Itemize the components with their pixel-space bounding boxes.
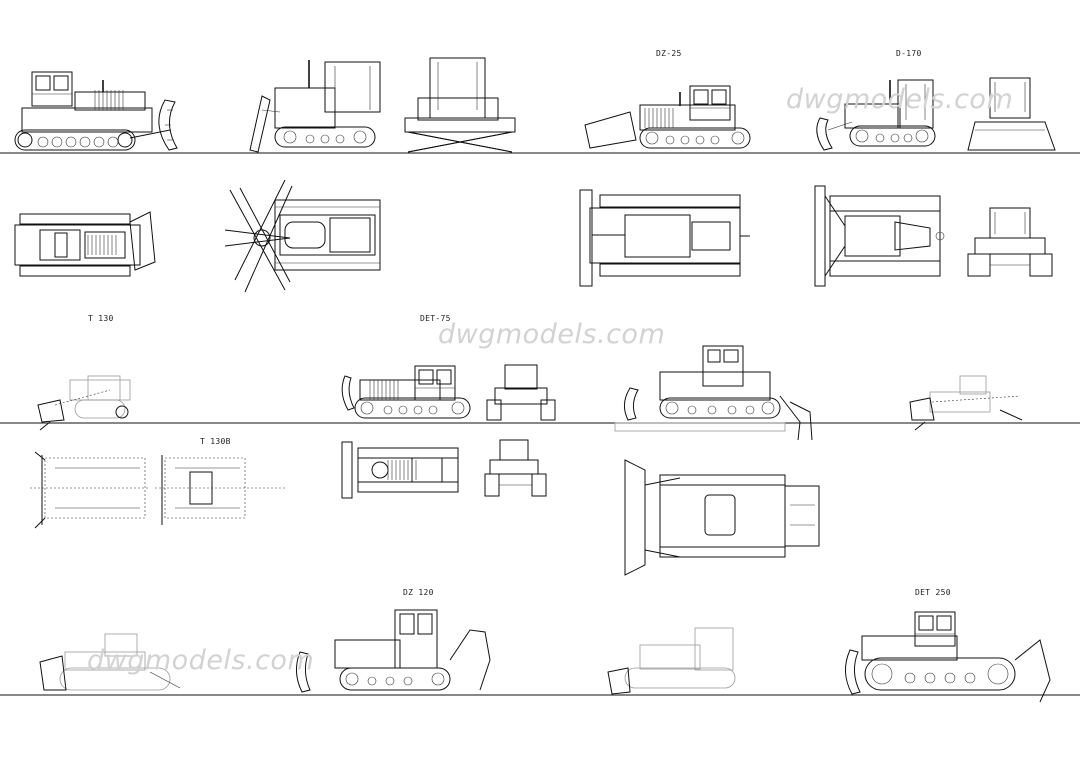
det75-front-view: [486, 364, 556, 421]
t130-side-view: [37, 375, 131, 431]
watermark-top: dwgmodels.com: [786, 84, 1014, 115]
bulldozer-large-side-view: [614, 345, 813, 441]
watermark-bottom: dwgmodels.com: [87, 645, 315, 676]
label-t130b: T 130B: [200, 437, 231, 446]
bulldozer-2-front-view: [404, 57, 516, 153]
det75-rear-view: [484, 439, 547, 497]
bulldozer-1-top-view: [14, 211, 156, 277]
dz25-top-view: [579, 189, 750, 287]
det250-side-view: [845, 611, 1051, 703]
det75-side-view: [341, 365, 471, 419]
label-d170: D-170: [896, 49, 922, 58]
label-det250: DET 250: [915, 588, 951, 597]
t130b-top-view: [155, 455, 285, 525]
label-dz120: DZ 120: [403, 588, 434, 597]
d170-top-view: [814, 185, 945, 287]
d170-side-view: [816, 79, 936, 151]
bulldozer-row3-1-side-view: [39, 633, 181, 691]
det75-top-view: [341, 441, 459, 499]
bulldozer-2-side-view: [249, 60, 381, 153]
watermark-middle: dwgmodels.com: [438, 319, 666, 350]
bulldozer-1-side-view: [14, 71, 178, 151]
label-dz25: DZ-25: [656, 49, 682, 58]
bulldozer-large-top-view: [624, 459, 820, 576]
dz25-side-view: [584, 85, 751, 149]
d170-front-view: [967, 77, 1056, 151]
dz120-side-view: [296, 609, 491, 693]
label-det75: DET-75: [420, 314, 451, 323]
d170-rear-view: [967, 207, 1053, 277]
bulldozer-row3-3-side-view: [607, 627, 736, 695]
t130-top-view-1: [30, 451, 150, 529]
bulldozer-2-top-view: [224, 179, 381, 293]
label-t130: T 130: [88, 314, 114, 323]
bulldozer-small-right-side-view: [909, 375, 1023, 431]
